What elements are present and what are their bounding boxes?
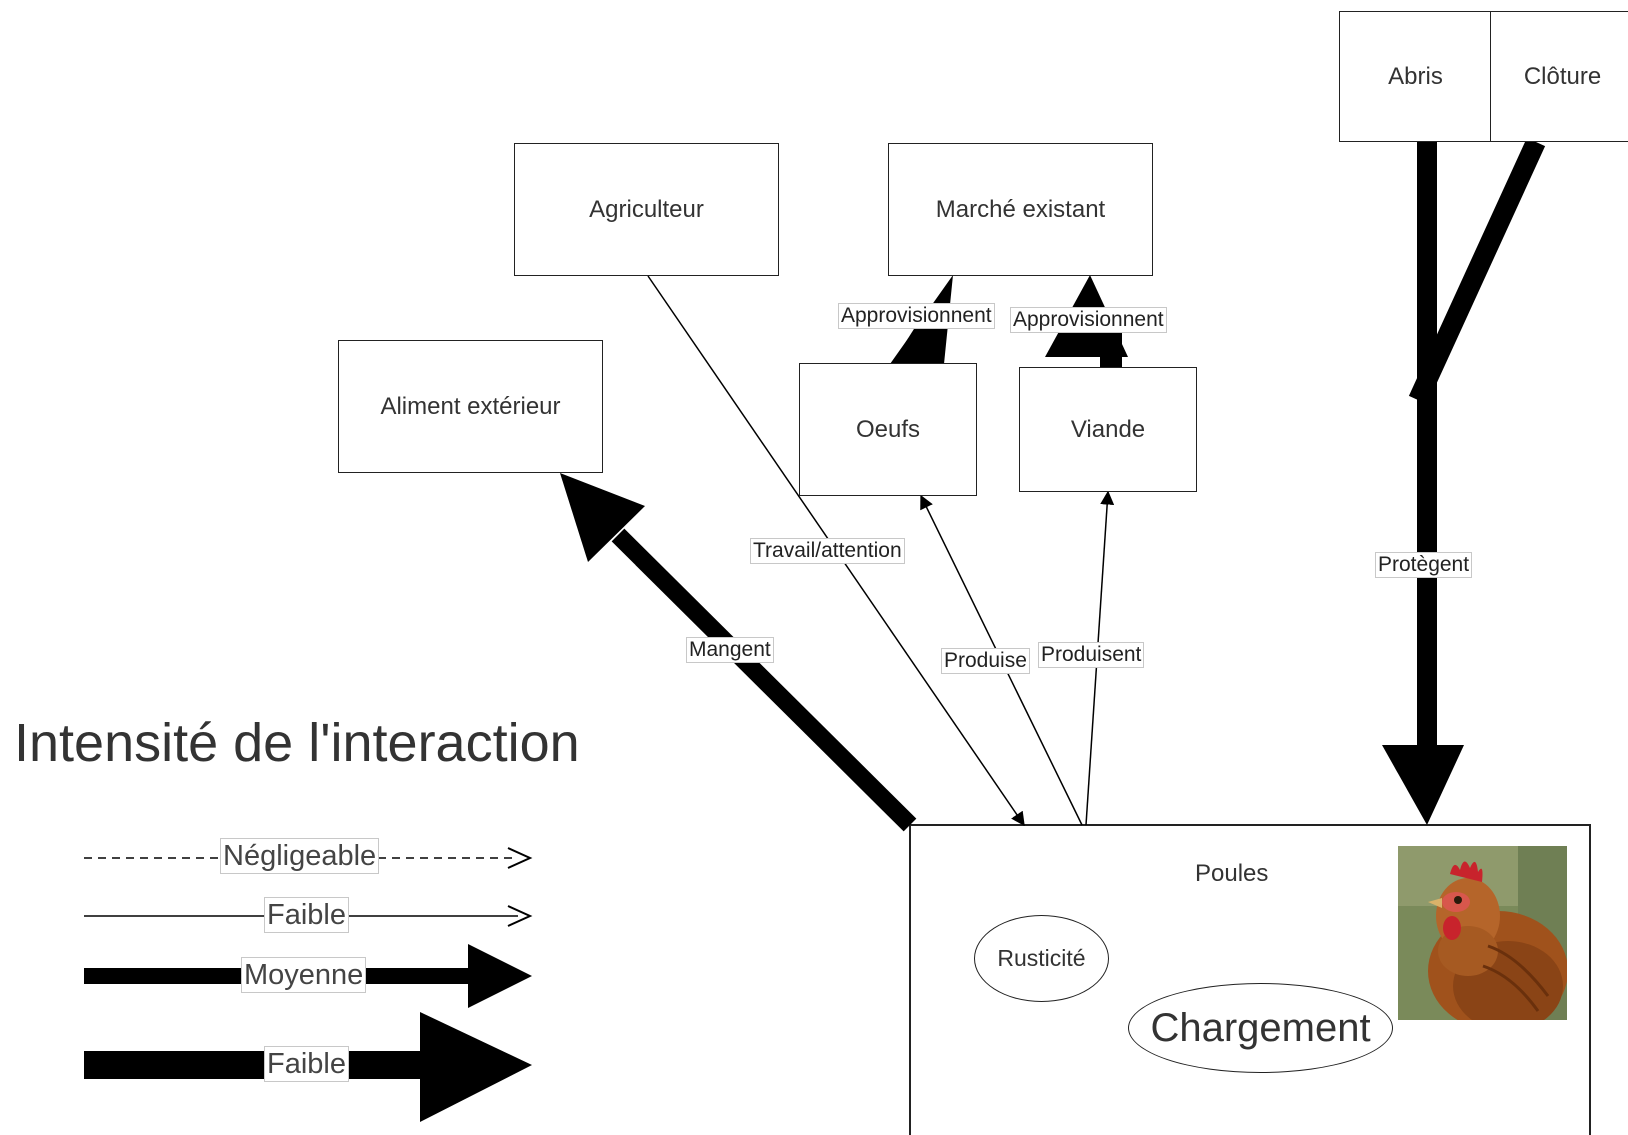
hen-photo [1398,846,1567,1020]
label-travail-attention: Travail/attention [750,538,905,564]
label-approvisionnent-viande: Approvisionnent [1010,307,1167,333]
protegent-arrowhead [1382,745,1464,825]
legend-label-forte: Faible [264,1046,349,1082]
edge-mangent [611,528,917,832]
node-agriculteur[interactable]: Agriculteur [514,143,779,276]
label-protegent: Protègent [1375,552,1473,578]
legend-label-faible: Faible [264,897,349,933]
node-chargement[interactable]: Chargement [1128,983,1393,1073]
legend-label-moyenne: Moyenne [241,957,367,993]
node-abris[interactable]: Abris [1339,11,1492,142]
node-marche-existant[interactable]: Marché existant [888,143,1153,276]
label-mangent: Mangent [686,637,774,663]
legend-arrowhead-negligeable [507,847,533,869]
node-oeufs[interactable]: Oeufs [799,363,977,496]
node-cloture[interactable]: Clôture [1490,11,1628,142]
label-produisent: Produisent [1038,642,1145,668]
legend-title: Intensité de l'interaction [14,713,580,773]
legend-arrowhead-moyenne [468,944,532,1008]
edge-protegent-cloture [1408,137,1546,405]
node-viande[interactable]: Viande [1019,367,1197,492]
legend-arrowhead-faible [507,905,533,927]
label-approvisionnent-oeufs: Approvisionnent [838,303,995,329]
node-aliment-exterieur[interactable]: Aliment extérieur [338,340,603,473]
legend-label-negligeable: Négligeable [220,838,380,874]
label-produise: Produise [941,648,1030,674]
mangent-arrowhead [560,473,645,562]
node-poules-label: Poules [1195,860,1269,887]
legend-arrowhead-forte [420,1012,532,1122]
node-rusticite[interactable]: Rusticité [974,915,1109,1002]
